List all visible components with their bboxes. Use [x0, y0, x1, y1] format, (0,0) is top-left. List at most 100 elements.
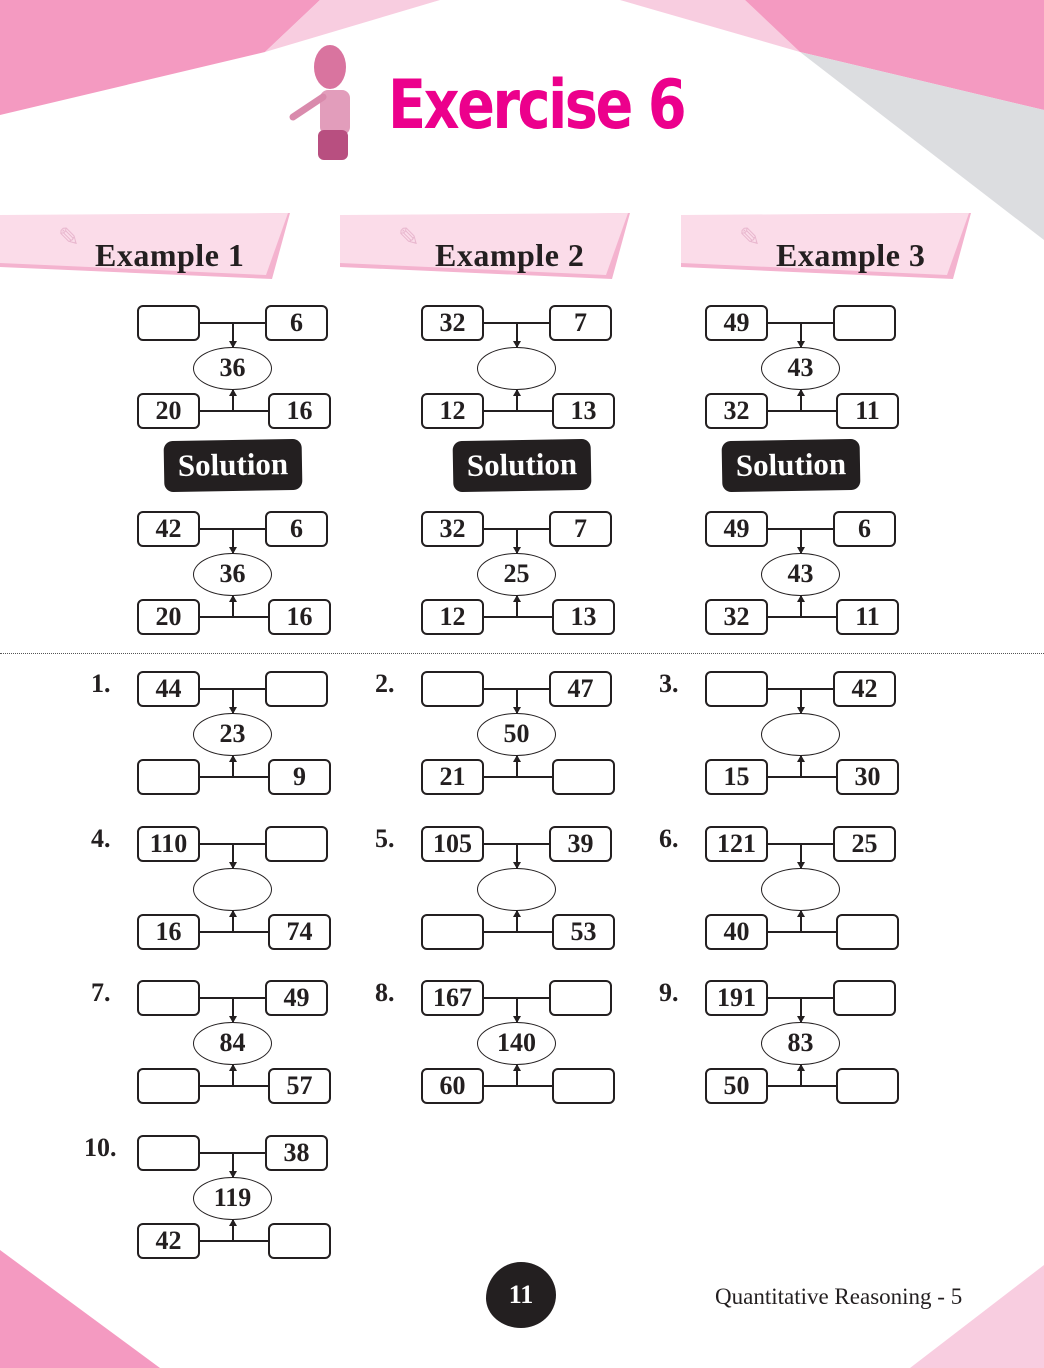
pencil-icon: ✎: [58, 223, 80, 252]
arrow-icon: [797, 389, 805, 396]
top-left-box-blank[interactable]: [137, 980, 200, 1016]
problem-number: 8.: [375, 978, 395, 1007]
bottom-left-box: 32: [705, 393, 768, 429]
top-right-box: 39: [549, 826, 612, 862]
connector-line: [484, 616, 552, 618]
arrow-icon: [513, 910, 521, 917]
bottom-left-box-blank[interactable]: [137, 759, 200, 795]
connector-line: [800, 528, 802, 553]
connector-line: [200, 931, 268, 933]
arrow-icon: [797, 1064, 805, 1071]
center-oval: 36: [193, 347, 272, 390]
bottom-left-box: 12: [421, 599, 484, 635]
bottom-right-box-blank[interactable]: [268, 1223, 331, 1259]
connector-line: [800, 390, 802, 410]
bottom-right-box-blank[interactable]: [836, 914, 899, 950]
top-right-box: 6: [265, 305, 328, 341]
example-label: Example 2: [435, 237, 585, 273]
connector-line: [232, 596, 234, 616]
problem-number: 6.: [659, 824, 679, 853]
arrow-icon: [513, 755, 521, 762]
center-oval-blank[interactable]: [477, 347, 556, 390]
arrow-icon: [229, 755, 237, 762]
top-left-box: 32: [421, 511, 484, 547]
problem-number: 7.: [91, 978, 111, 1007]
connector-line: [200, 1240, 268, 1242]
center-oval: 25: [477, 553, 556, 596]
top-right-box-blank[interactable]: [833, 305, 896, 341]
bottom-right-box: 11: [836, 393, 899, 429]
connector-line: [232, 843, 234, 868]
top-left-box-blank[interactable]: [705, 671, 768, 707]
bottom-right-box: 53: [552, 914, 615, 950]
connector-line: [516, 843, 518, 868]
center-oval: 84: [193, 1022, 272, 1065]
bottom-left-box: 50: [705, 1068, 768, 1104]
top-right-box: 7: [549, 511, 612, 547]
bottom-right-box: 11: [836, 599, 899, 635]
problem-number: 5.: [375, 824, 395, 853]
connector-line: [484, 410, 552, 412]
section-divider: [0, 653, 1044, 654]
bottom-left-box-blank[interactable]: [137, 1068, 200, 1104]
bottom-left-box: 60: [421, 1068, 484, 1104]
bottom-right-box-blank[interactable]: [552, 759, 615, 795]
center-oval: 119: [193, 1177, 272, 1220]
top-left-box-blank[interactable]: [137, 305, 200, 341]
arrow-icon: [229, 547, 237, 554]
arrow-icon: [229, 1171, 237, 1178]
example-label: Example 1: [95, 237, 245, 273]
center-oval-blank[interactable]: [193, 868, 272, 911]
connector-line: [200, 1085, 268, 1087]
connector-line: [484, 1085, 552, 1087]
arrow-icon: [797, 910, 805, 917]
top-right-box-blank[interactable]: [549, 980, 612, 1016]
arrow-icon: [513, 595, 521, 602]
bottom-right-box-blank[interactable]: [552, 1068, 615, 1104]
connector-line: [516, 596, 518, 616]
problem-number: 4.: [91, 824, 111, 853]
arrow-icon: [513, 389, 521, 396]
top-left-box-blank[interactable]: [421, 671, 484, 707]
connector-line: [484, 931, 552, 933]
arrow-icon: [513, 1064, 521, 1071]
top-left-box: 49: [705, 305, 768, 341]
connector-line: [516, 1065, 518, 1085]
connector-line: [768, 616, 836, 618]
arrow-icon: [797, 547, 805, 554]
arrow-icon: [229, 1064, 237, 1071]
top-left-box: 121: [705, 826, 768, 862]
connector-line: [768, 1085, 836, 1087]
connector-line: [232, 528, 234, 553]
connector-line: [232, 390, 234, 410]
connector-line: [200, 616, 268, 618]
top-right-box-blank[interactable]: [265, 671, 328, 707]
top-left-box-blank[interactable]: [137, 1135, 200, 1171]
top-right-box-blank[interactable]: [833, 980, 896, 1016]
connector-line: [800, 756, 802, 776]
bottom-right-box: 74: [268, 914, 331, 950]
center-oval: 43: [761, 553, 840, 596]
solution-badge: Solution: [163, 438, 303, 493]
center-oval-blank[interactable]: [761, 713, 840, 756]
problem-number: 1.: [91, 669, 111, 698]
bottom-left-box: 15: [705, 759, 768, 795]
connector-line: [232, 1065, 234, 1085]
arrow-icon: [513, 341, 521, 348]
center-oval-blank[interactable]: [477, 868, 556, 911]
bottom-right-box: 16: [268, 393, 331, 429]
connector-line: [800, 1065, 802, 1085]
connector-line: [516, 756, 518, 776]
top-right-box: 42: [833, 671, 896, 707]
bottom-left-box-blank[interactable]: [421, 914, 484, 950]
center-oval-blank[interactable]: [761, 868, 840, 911]
bottom-right-box-blank[interactable]: [836, 1068, 899, 1104]
top-right-box-blank[interactable]: [265, 826, 328, 862]
arrow-icon: [229, 341, 237, 348]
